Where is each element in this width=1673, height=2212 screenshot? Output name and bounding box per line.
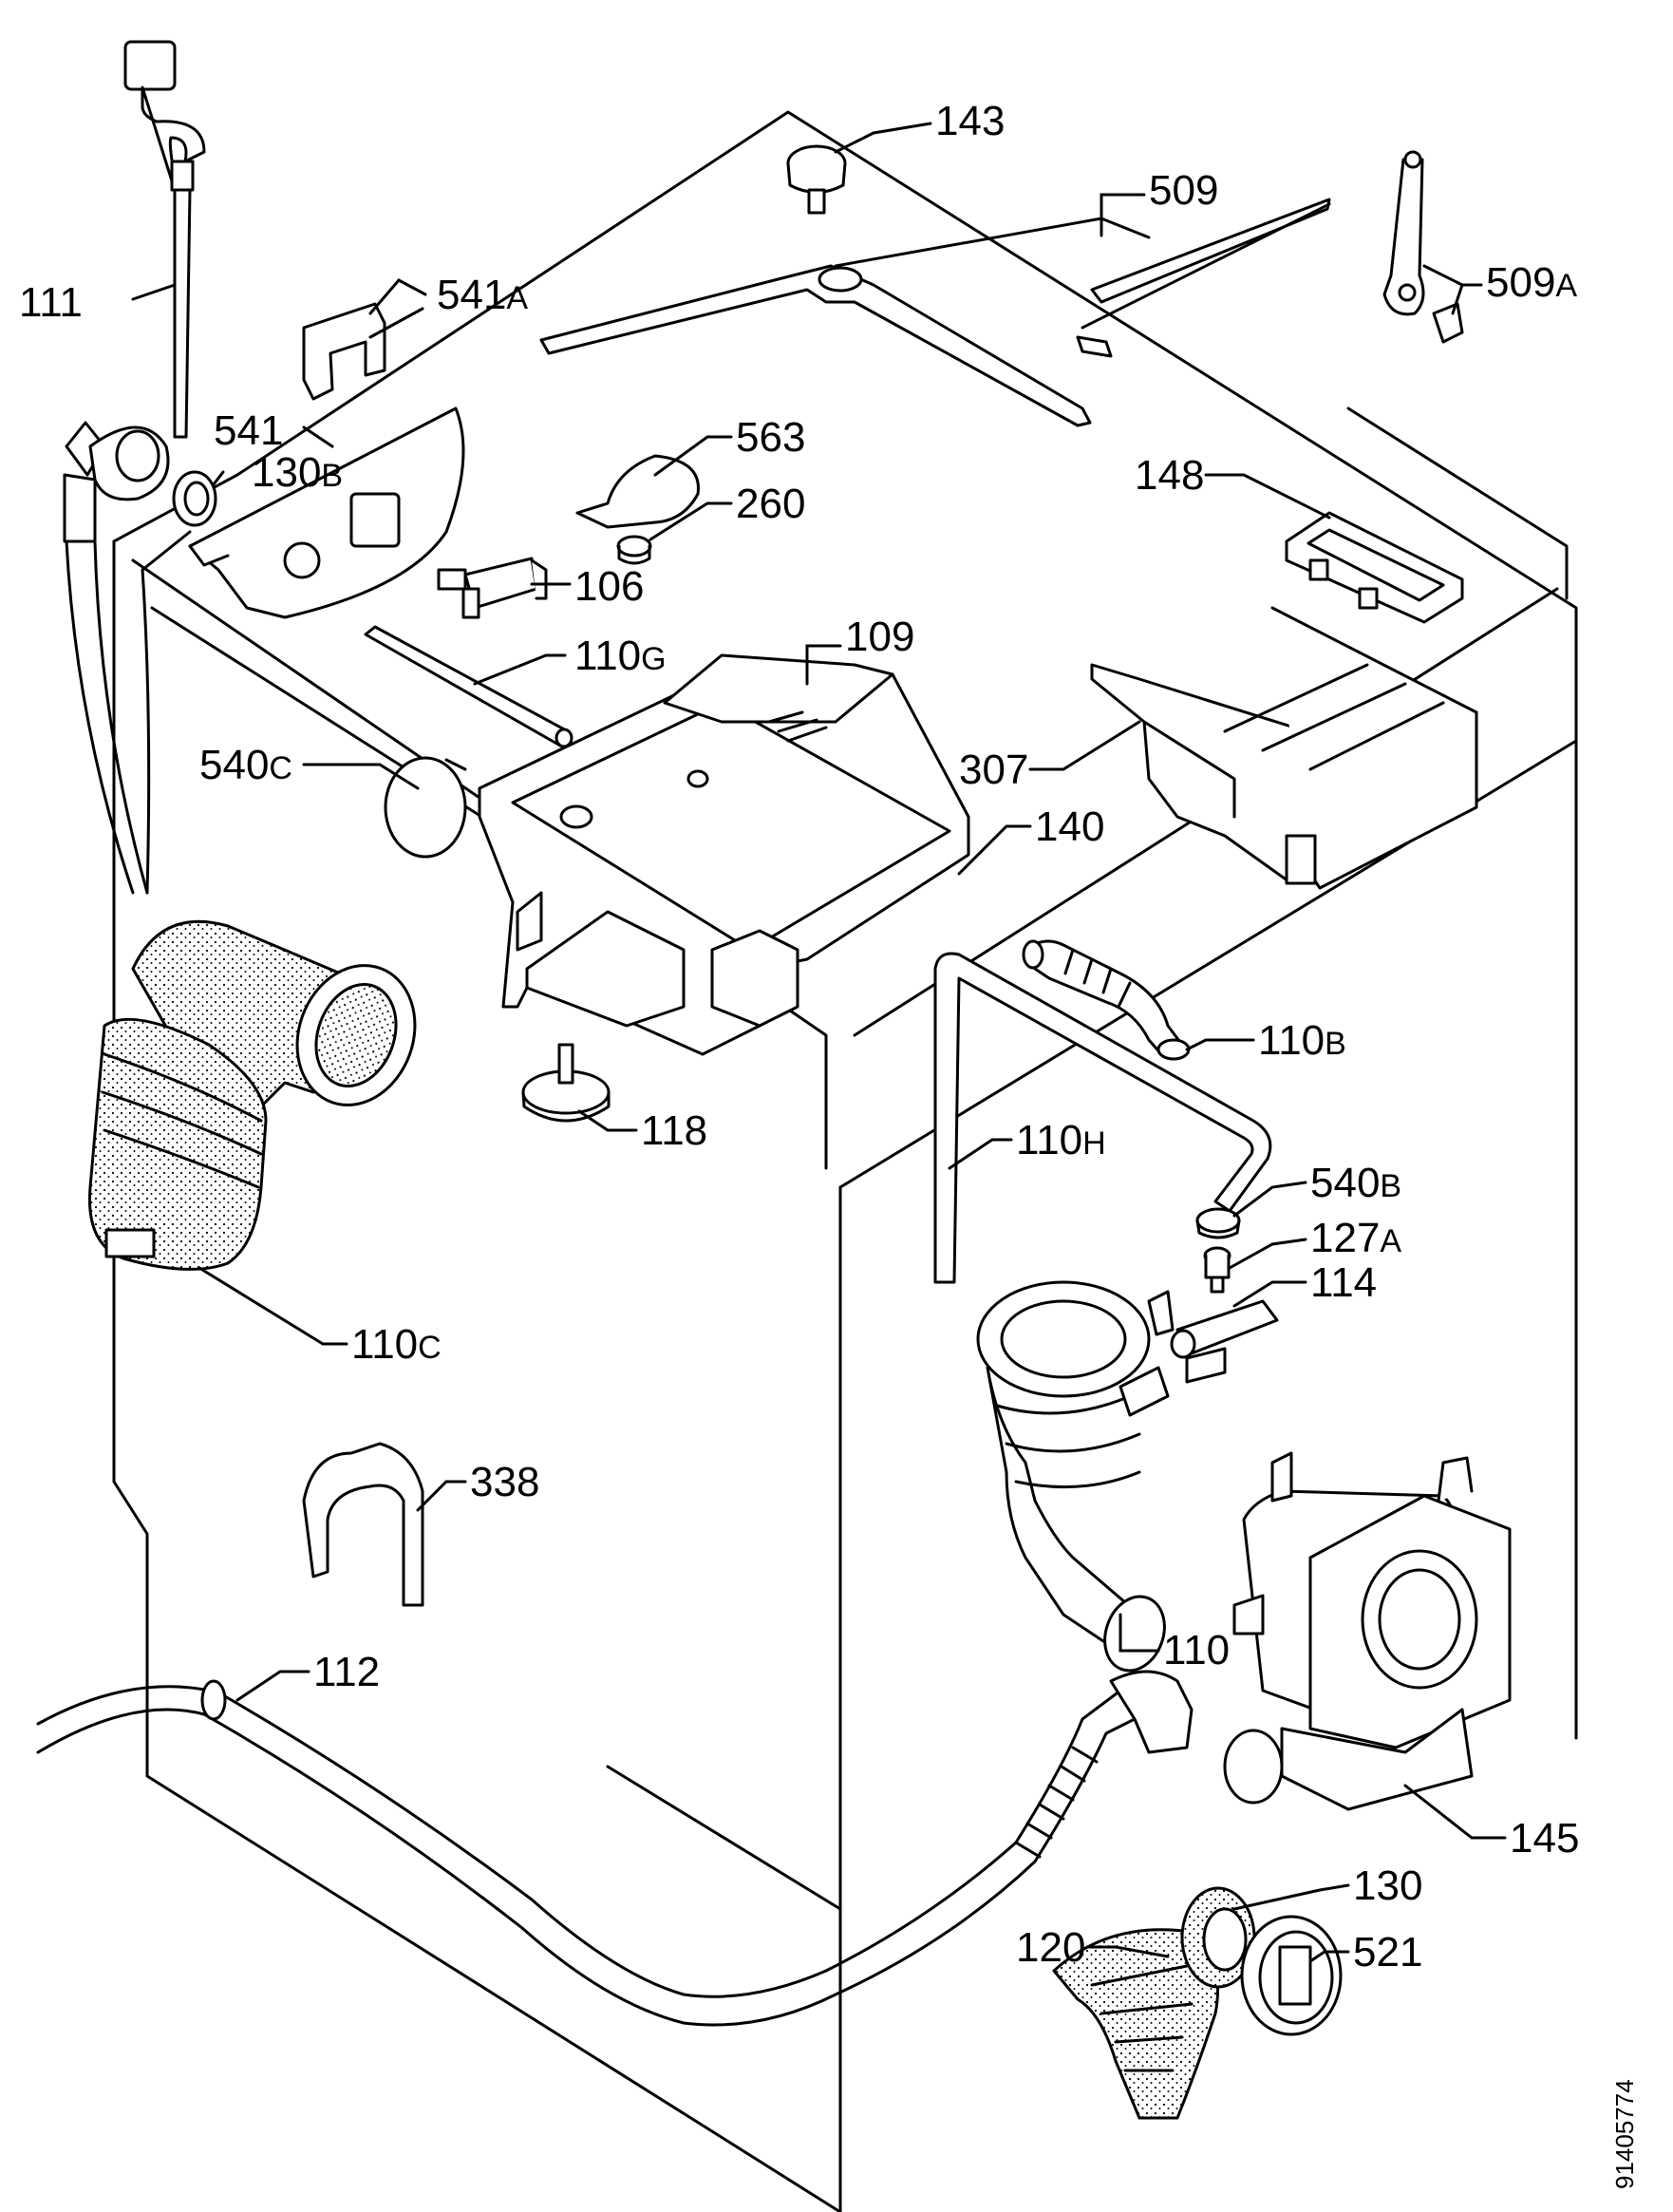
- label-110b: 110B: [1258, 1017, 1346, 1064]
- part-307-drawer: [1090, 606, 1478, 890]
- part-110-sump-bellows: [976, 1280, 1170, 1673]
- part-inlet-hose-left: [63, 421, 192, 895]
- part-130b-seal: [172, 470, 217, 527]
- label-540b: 540B: [1310, 1160, 1401, 1206]
- part-509-lever: [539, 198, 1331, 427]
- part-110g-tube: [364, 625, 573, 748]
- part-563-cover: [575, 454, 700, 529]
- label-541: 541: [214, 407, 283, 454]
- label-540c: 540C: [199, 742, 292, 788]
- label-143: 143: [935, 98, 1005, 144]
- part-260-spring: [616, 535, 652, 565]
- label-130: 130: [1353, 1862, 1422, 1909]
- label-110g: 110G: [574, 633, 667, 679]
- label-145: 145: [1510, 1815, 1579, 1862]
- part-521-cap: [1240, 1915, 1343, 2036]
- part-540b-clamp: [1195, 1207, 1241, 1239]
- part-541-panel: [188, 406, 465, 619]
- label-260: 260: [736, 481, 805, 527]
- label-110c: 110C: [351, 1321, 442, 1368]
- label-509a: 509A: [1486, 259, 1577, 306]
- label-110: 110: [1163, 1627, 1230, 1673]
- label-509: 509: [1149, 167, 1218, 214]
- part-541a-clip: [302, 302, 386, 401]
- label-120: 120: [1016, 1924, 1085, 1971]
- part-127a-nozzle: [1203, 1246, 1231, 1294]
- part-145-pump: [1223, 1451, 1512, 1811]
- label-109: 109: [845, 614, 914, 660]
- label-148: 148: [1135, 452, 1204, 499]
- label-130b: 130B: [252, 449, 343, 496]
- part-112-drain-hose: [36, 1670, 1194, 2027]
- label-127a: 127A: [1310, 1215, 1401, 1261]
- part-120-filter: [1052, 1928, 1219, 2120]
- label-541a: 541A: [437, 272, 528, 318]
- leader-lines: [131, 122, 1507, 1963]
- part-118-wheel: [521, 1043, 611, 1123]
- label-114: 114: [1310, 1259, 1377, 1306]
- label-110h: 110H: [1016, 1117, 1106, 1163]
- part-110b-elbow-hose: [1022, 939, 1191, 1061]
- part-540c-ring: [384, 756, 467, 859]
- label-106: 106: [574, 563, 644, 610]
- label-563: 563: [736, 414, 805, 461]
- part-labels: 111 541A 541 130B 143 509 509A 563 260 1…: [19, 98, 1639, 2189]
- part-338-clamp: [302, 1442, 424, 1607]
- part-509a-arm: [1382, 150, 1464, 344]
- label-140: 140: [1035, 804, 1104, 850]
- part-106-switch: [437, 557, 548, 619]
- label-111: 111: [19, 279, 83, 326]
- label-521: 521: [1353, 1929, 1422, 1976]
- part-109-140-dispenser-housing: [478, 653, 970, 1056]
- part-111-inlet-hose: [123, 40, 206, 439]
- label-118: 118: [641, 1107, 707, 1154]
- part-143-knob: [786, 144, 847, 215]
- part-110c-bellows: [87, 919, 417, 1271]
- part-148-handle: [1285, 511, 1464, 624]
- part-114-valve: [1147, 1290, 1279, 1384]
- part-110h-bent-pipe: [933, 952, 1272, 1284]
- label-338: 338: [470, 1459, 539, 1505]
- document-number: 91405774: [1610, 2079, 1639, 2189]
- label-112: 112: [313, 1649, 380, 1695]
- label-307: 307: [959, 747, 1028, 793]
